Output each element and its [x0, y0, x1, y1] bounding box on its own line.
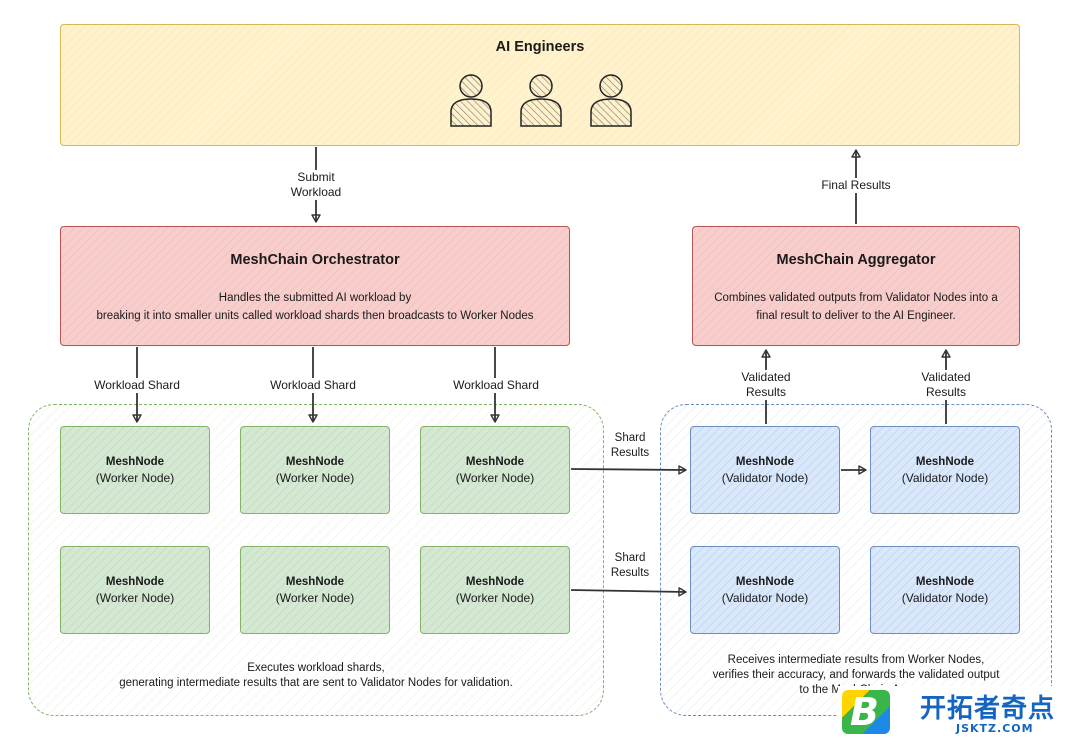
workload-shard-label: Workload Shard — [85, 378, 189, 393]
shard-results-arrow — [570, 465, 687, 475]
validator-node: MeshNode(Validator Node) — [870, 546, 1020, 634]
aggregator-title: MeshChain Aggregator — [776, 252, 936, 268]
workload-shard-label: Workload Shard — [443, 378, 549, 393]
user-icon — [590, 74, 632, 127]
orchestrator-desc-line1: Handles the submitted AI workload by — [218, 292, 412, 304]
worker-node: MeshNode(Worker Node) — [420, 546, 570, 634]
submit-workload-label: Submit Workload — [282, 170, 350, 200]
watermark: B 开拓者奇点 JSKTZ.COM — [838, 686, 1076, 742]
validator-node: MeshNode(Validator Node) — [690, 426, 840, 514]
orchestrator-title: MeshChain Orchestrator — [230, 252, 400, 268]
worker-node: MeshNode(Worker Node) — [240, 426, 390, 514]
aggregator-desc-line1: Combines validated outputs from Validato… — [714, 292, 998, 304]
aggregator-box: MeshChain Aggregator Combines validated … — [692, 226, 1020, 346]
validator-node: MeshNode(Validator Node) — [870, 426, 1020, 514]
worker-node: MeshNode(Worker Node) — [420, 426, 570, 514]
worker-node: MeshNode(Worker Node) — [60, 426, 210, 514]
watermark-url: JSKTZ.COM — [956, 722, 1034, 735]
validated-results-label: Validated Results — [731, 370, 801, 400]
user-icon — [450, 74, 492, 127]
worker-node: MeshNode(Worker Node) — [60, 546, 210, 634]
engineer-icons — [450, 74, 632, 127]
brand-logo-icon: B — [842, 690, 890, 734]
aggregator-desc-line2: final result to deliver to the AI Engine… — [756, 310, 956, 322]
validated-results-label: Validated Results — [911, 370, 981, 400]
worker-caption: Executes workload shards, generating int… — [119, 662, 513, 689]
workload-shard-label: Workload Shard — [260, 378, 366, 393]
shard-results-label: Shard Results — [605, 431, 655, 461]
shard-results-label: Shard Results — [605, 551, 655, 581]
validator-node: MeshNode(Validator Node) — [690, 546, 840, 634]
user-icon — [520, 74, 562, 127]
worker-node: MeshNode(Worker Node) — [240, 546, 390, 634]
shard-results-arrow — [570, 587, 687, 597]
final-results-label: Final Results — [812, 178, 900, 193]
orchestrator-box: MeshChain Orchestrator Handles the submi… — [60, 226, 570, 346]
orchestrator-desc-line2: breaking it into smaller units called wo… — [96, 310, 534, 322]
watermark-brand: 开拓者奇点 — [920, 694, 1056, 724]
ai-engineers-title: AI Engineers — [495, 39, 585, 55]
